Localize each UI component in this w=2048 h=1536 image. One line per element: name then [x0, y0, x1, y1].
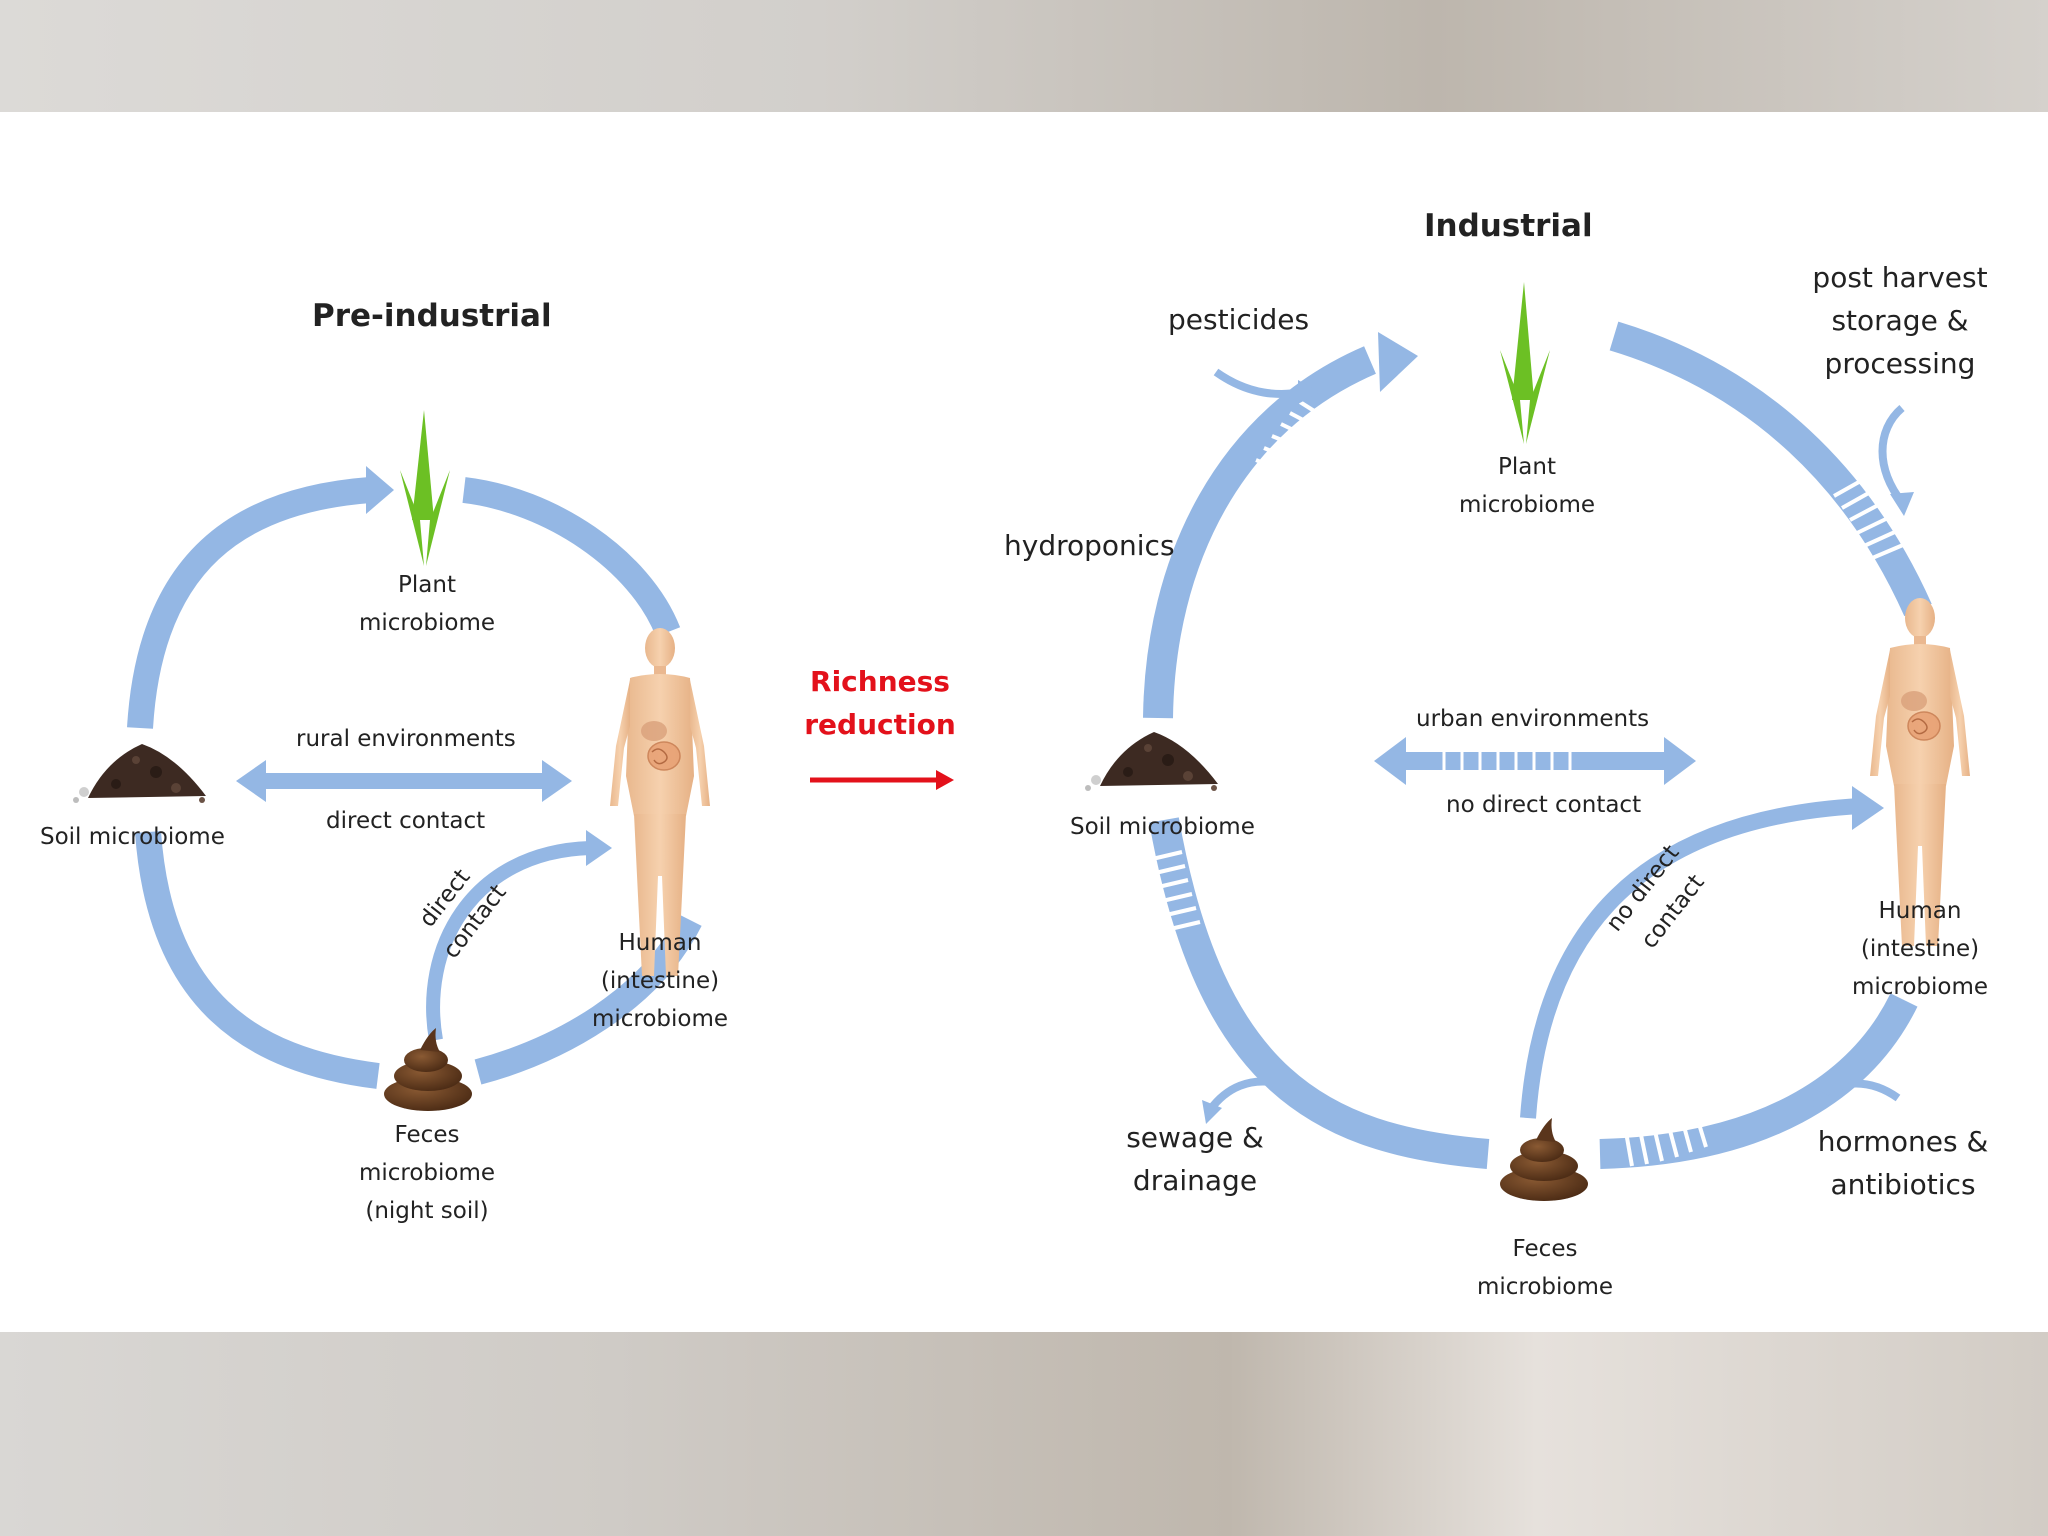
label-richness-reduction: Richness reduction [804, 665, 956, 741]
label-human-microbiome-left: Human (intestine) microbiome [591, 930, 729, 1032]
label-plant-microbiome-left: Plant microbiome [358, 572, 496, 636]
label-sewage-drainage: sewage & drainage [1126, 1121, 1264, 1197]
cycle-arrow-feces-to-soil [135, 831, 380, 1089]
cycle-arrow-soil-to-plant-right [1143, 346, 1376, 719]
plant-icon-right [1500, 282, 1550, 444]
title-industrial: Industrial [1424, 208, 1593, 244]
cycle-arrow-soil-to-plant [127, 477, 372, 729]
external-factor-arrows [1206, 368, 1906, 1113]
richness-arrow [810, 770, 954, 790]
label-hormones-antibiotics: hormones & antibiotics [1817, 1125, 1989, 1201]
double-arrow-rural [236, 760, 572, 802]
label-feces-microbiome-left: Feces microbiome (night soil) [358, 1122, 496, 1224]
cycle-arrow-feces-to-soil-right [1149, 817, 1490, 1169]
label-direct-contact: direct contact [326, 808, 486, 834]
industrial-arrowheads [1374, 332, 1884, 830]
pre-industrial-arrowheads [236, 466, 612, 866]
label-post-harvest: post harvest storage & processing [1812, 261, 1988, 380]
background-band-top [0, 0, 2048, 112]
label-plant-microbiome-right: Plant microbiome [1458, 454, 1596, 518]
feces-icon-left [384, 1028, 472, 1111]
label-hydroponics: hydroponics [1004, 529, 1175, 562]
disruption-stripes [1147, 400, 1904, 1167]
label-urban-environments: urban environments [1416, 706, 1650, 732]
label-rural-environments: rural environments [296, 726, 516, 752]
feces-icon-right [1500, 1118, 1588, 1201]
label-no-direct-contact: no direct contact [1446, 792, 1642, 818]
label-soil-microbiome-right: Soil microbiome [1070, 814, 1255, 840]
cycle-arrow-plant-to-human [462, 477, 681, 638]
arrow-direct-contact [426, 841, 591, 1042]
title-pre-industrial: Pre-industrial [312, 298, 552, 334]
label-pesticides: pesticides [1168, 303, 1310, 336]
soil-icon-right [1085, 732, 1218, 791]
label-soil-microbiome-left: Soil microbiome [40, 824, 225, 850]
cycle-arrow-plant-to-human-right [1609, 321, 1932, 617]
soil-icon-left [73, 744, 206, 803]
external-factor-arrowheads [1202, 380, 1914, 1124]
label-human-microbiome-right: Human (intestine) microbiome [1851, 898, 1989, 1000]
arrow-no-direct-contact [1520, 798, 1861, 1119]
label-feces-microbiome-right: Feces microbiome [1476, 1236, 1614, 1300]
background-band-bottom [0, 1332, 2048, 1536]
plant-icon-left [400, 410, 450, 566]
